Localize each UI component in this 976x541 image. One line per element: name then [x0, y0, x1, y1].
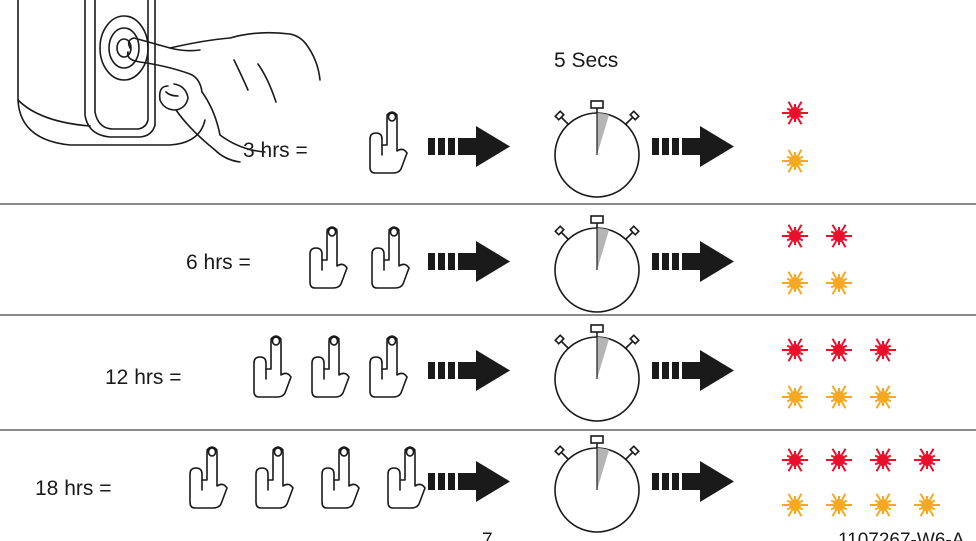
dashed-arrow-icon — [652, 241, 734, 282]
dashed-arrow-icon — [428, 126, 510, 167]
row-divider — [0, 429, 976, 431]
timer-duration-label: 5 Secs — [554, 49, 619, 72]
finger-press-icon — [253, 335, 292, 398]
flash-amber-icon — [870, 493, 896, 517]
flash-amber-icon — [914, 493, 940, 517]
duration-label: 12 hrs = — [105, 366, 182, 389]
row-divider — [0, 314, 976, 316]
finger-press-icon — [387, 446, 426, 509]
flash-red-icon — [782, 448, 808, 472]
flash-red-icon — [782, 101, 808, 125]
reference-code: 1107267-W6-A — [838, 530, 965, 541]
finger-press-icon — [369, 111, 408, 174]
flash-amber-icon — [870, 385, 896, 409]
finger-press-icon — [255, 446, 294, 509]
flash-red-icon — [782, 224, 808, 248]
duration-label: 3 hrs = — [243, 139, 308, 162]
flash-amber-icon — [826, 493, 852, 517]
flash-red-icon — [826, 224, 852, 248]
dashed-arrow-icon — [428, 350, 510, 391]
finger-press-icon — [311, 335, 350, 398]
flash-red-icon — [914, 448, 940, 472]
finger-press-icon — [189, 446, 228, 509]
flash-red-icon — [782, 338, 808, 362]
flash-red-icon — [826, 338, 852, 362]
flash-amber-icon — [826, 271, 852, 295]
device-button-press-icon — [17, 0, 321, 163]
row-divider — [0, 203, 976, 205]
dashed-arrow-icon — [428, 461, 510, 502]
flash-amber-icon — [782, 271, 808, 295]
flash-amber-icon — [782, 149, 808, 173]
finger-press-icon — [309, 226, 348, 289]
duration-label: 18 hrs = — [35, 477, 112, 500]
dashed-arrow-icon — [652, 350, 734, 391]
page-number: 7 — [482, 530, 493, 541]
flash-red-icon — [826, 448, 852, 472]
finger-press-icon — [369, 335, 408, 398]
flash-amber-icon — [782, 493, 808, 517]
dashed-arrow-icon — [428, 241, 510, 282]
stopwatch-icon — [554, 324, 640, 422]
dashed-arrow-icon — [652, 126, 734, 167]
flash-amber-icon — [826, 385, 852, 409]
finger-press-icon — [371, 226, 410, 289]
flash-red-icon — [870, 448, 896, 472]
dashed-arrow-icon — [652, 461, 734, 502]
stopwatch-icon — [554, 100, 640, 198]
flash-red-icon — [870, 338, 896, 362]
stopwatch-icon — [554, 215, 640, 313]
finger-press-icon — [321, 446, 360, 509]
flash-amber-icon — [782, 385, 808, 409]
stopwatch-icon — [554, 435, 640, 533]
duration-label: 6 hrs = — [186, 251, 251, 274]
